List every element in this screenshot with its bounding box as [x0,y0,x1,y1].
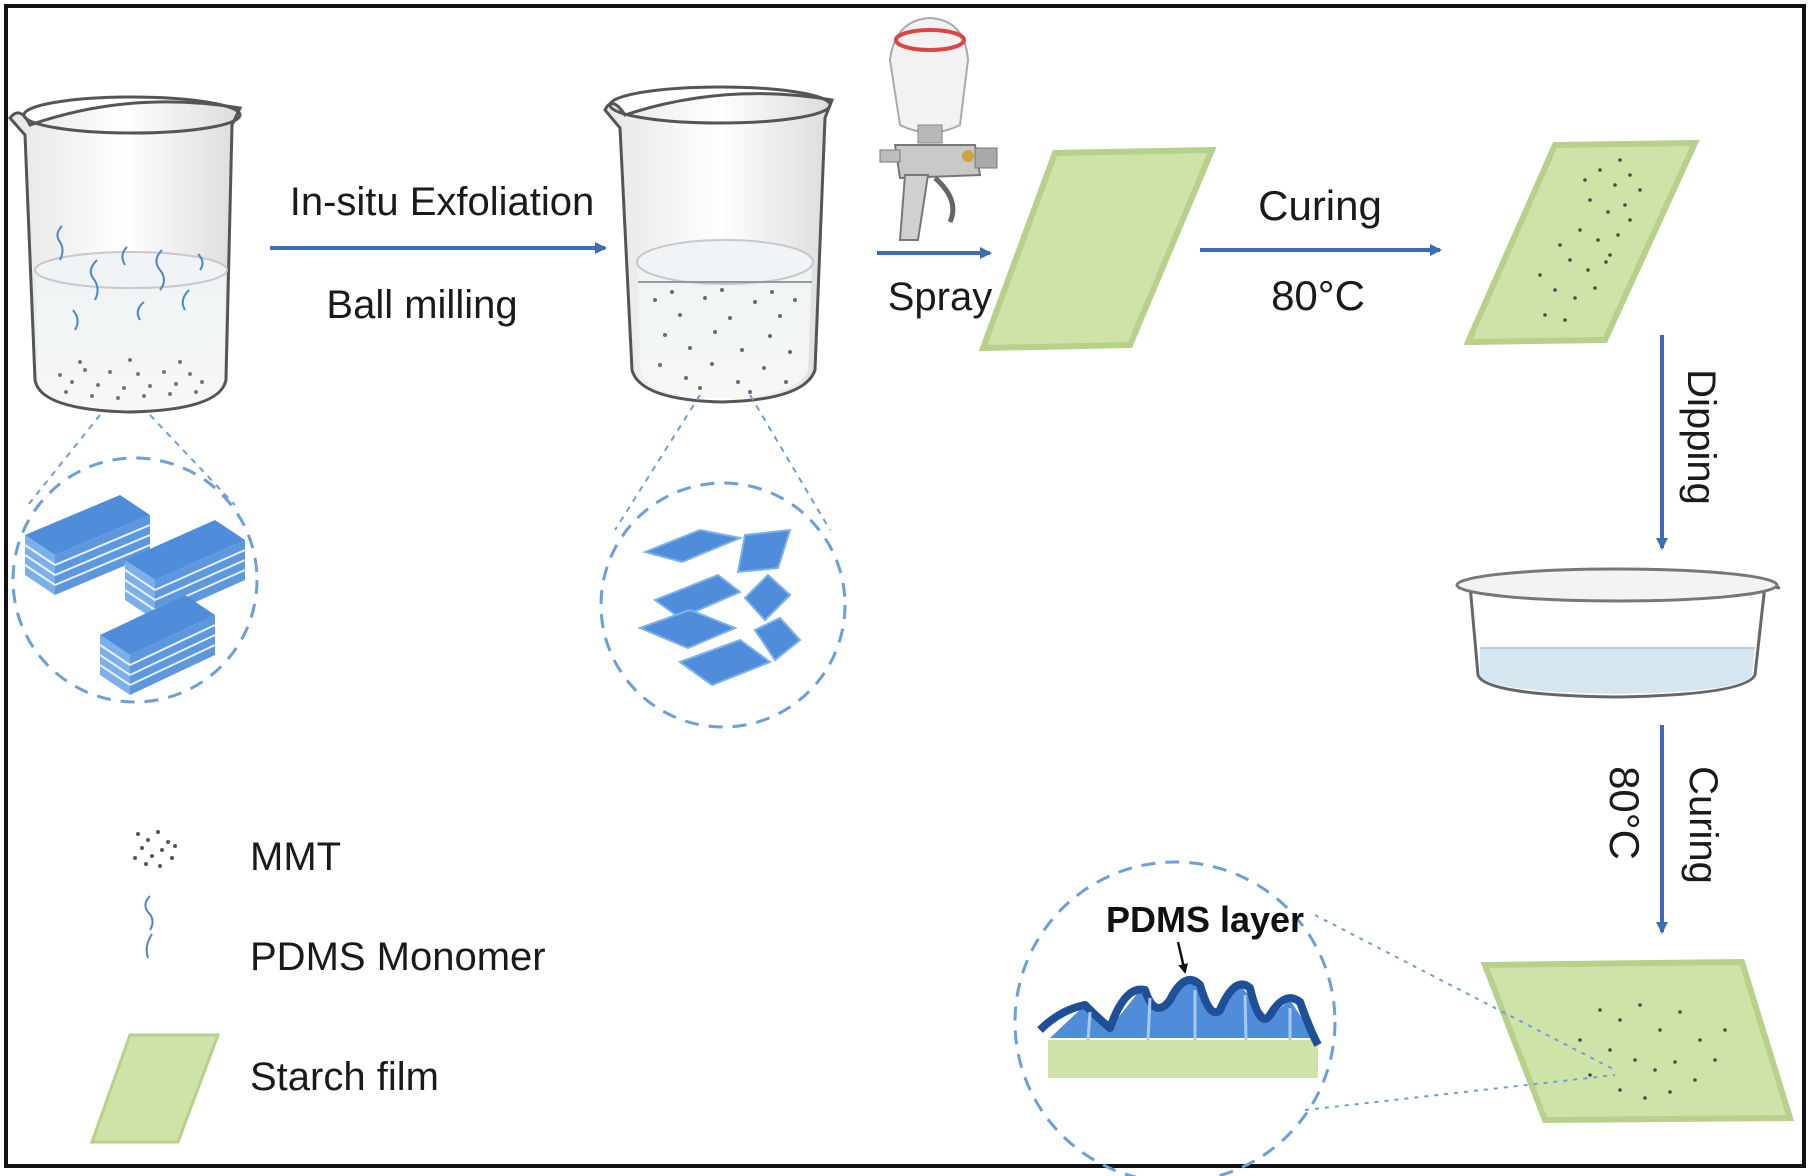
zoom-lines-final [1304,914,1616,1111]
beaker-exfoliated [603,85,835,404]
zoom-circle-pdms-layer [1013,860,1337,1176]
starch-film-cured [1463,139,1700,346]
zoom-circle-stacked-mmt [11,456,259,704]
legend-label-pdms-monomer: PDMS Monomer [250,935,546,979]
beaker-pdms-mmt [8,95,243,414]
pdms-monomer-icon [144,895,154,959]
label-ball-milling: Ball milling [326,283,517,327]
label-curing-1-temp: 80°C [1271,272,1365,319]
mmt-particles-icon [133,830,177,868]
starch-film-final [1480,958,1795,1124]
exfoliated-mmt-platelets [637,528,802,687]
label-spray: Spray [888,275,993,319]
legend-label-mmt: MMT [250,835,341,879]
label-curing-2-temp: 80°C [1601,766,1648,860]
starch-film-icon [89,1033,221,1144]
label-pdms-layer: PDMS layer [1106,899,1304,940]
pointer-arrow-pdms-layer [1176,941,1189,974]
petri-dish-pdms [1455,567,1781,699]
mmt-particles [58,358,204,400]
zoom-lines-beaker-1 [27,414,236,506]
zoom-circle-exfoliated-mmt [599,481,847,729]
pdms-monomer-strands [56,225,204,331]
pdms-layer-closeup [1037,976,1322,1078]
dispersed-mmt-particles [653,288,797,394]
stacked-mmt-platelets [24,495,246,695]
label-in-situ-exfoliation: In-situ Exfoliation [290,180,595,224]
legend: MMT PDMS Monomer Starch film [89,830,546,1144]
legend-label-starch-film: Starch film [250,1055,439,1099]
zoom-lines-beaker-2 [614,394,831,531]
label-curing-2: Curing [1681,766,1725,884]
label-curing-1: Curing [1258,182,1382,229]
label-dipping: Dipping [1679,369,1723,505]
starch-film-sprayed [978,146,1217,352]
spray-gun-icon [879,16,998,241]
